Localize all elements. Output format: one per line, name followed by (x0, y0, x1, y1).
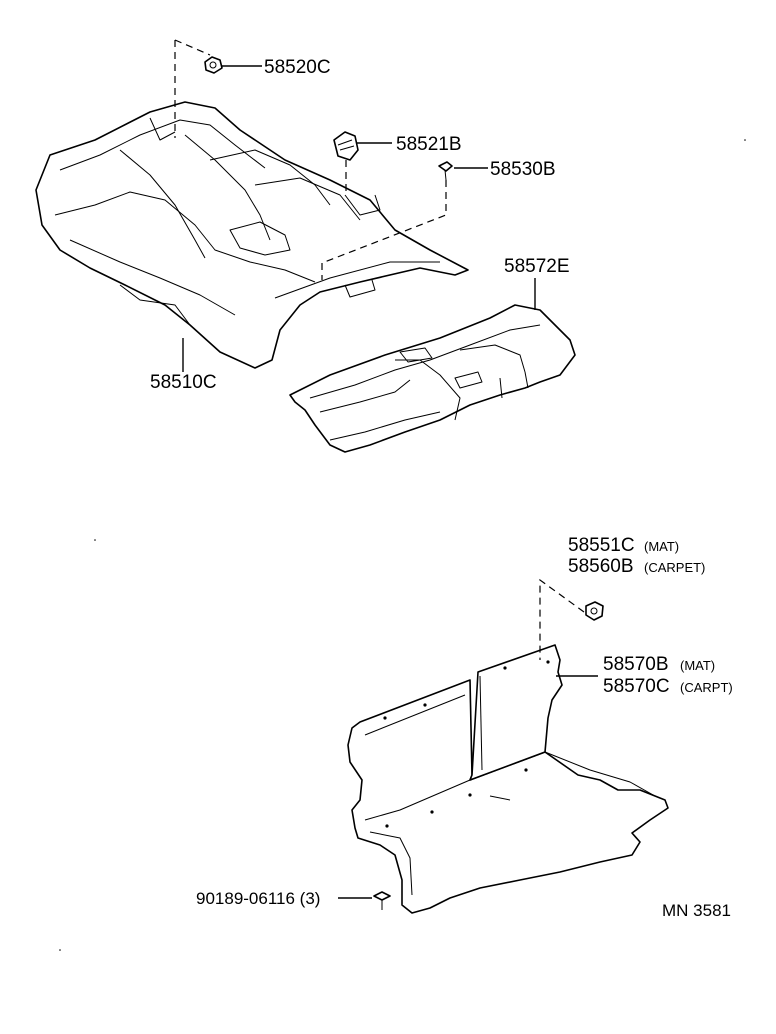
label-58570c: 58570C (603, 676, 670, 697)
label-58570b: 58570B (603, 654, 669, 675)
luggage-compartment-mat-58570b-58570c[interactable] (347, 644, 669, 914)
rear-floor-carpet-58572e[interactable] (289, 304, 576, 453)
label-58551c: 58551C (568, 535, 635, 556)
label-58560b: 58560B (568, 556, 634, 577)
clip-58520c[interactable] (204, 56, 223, 74)
clip-58551c-58560b[interactable] (585, 601, 604, 621)
label-58570c-note: (CARPT) (680, 680, 733, 695)
screw-90189-06116[interactable] (373, 891, 391, 910)
diagram-code: MN 3581 (662, 901, 731, 920)
label-58530b: 58530B (490, 159, 556, 180)
label-58520c: 58520C (264, 57, 331, 78)
label-58572e: 58572E (504, 256, 570, 277)
label-58551c-note: (MAT) (644, 539, 679, 554)
clip-58521b[interactable] (333, 131, 359, 161)
label-58560b-note: (CARPET) (644, 560, 705, 575)
label-58570b-note: (MAT) (680, 658, 715, 673)
label-58510c: 58510C (150, 372, 217, 393)
label-90189-06116: 90189-06116 (3) (196, 889, 320, 908)
front-floor-carpet-58510c[interactable] (35, 101, 469, 369)
label-58521b: 58521B (396, 134, 462, 155)
clip-58530b[interactable] (438, 161, 453, 181)
